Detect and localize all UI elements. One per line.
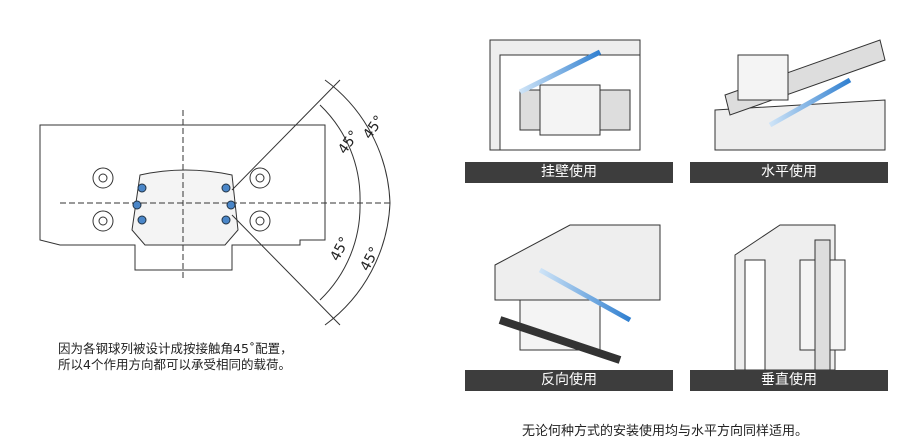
contact-angle-caption: 因为各钢球列被设计成按接触角45˚配置， 所以4个作用方向都可以承受相同的载荷。 bbox=[58, 341, 293, 373]
angle-label: 45° bbox=[327, 234, 353, 263]
cross-section bbox=[39, 79, 391, 326]
caption-line: 因为各钢球列被设计成按接触角45˚配置， bbox=[58, 341, 293, 356]
footer-note: 无论何种方式的安装使用均与水平方向同样适用。 bbox=[522, 424, 809, 439]
steel-balls bbox=[132, 183, 236, 225]
angle-label: 45° bbox=[360, 113, 387, 143]
angle-label: 45° bbox=[335, 128, 362, 158]
wall-mount-illustration bbox=[489, 39, 641, 151]
angle-label: 45° bbox=[357, 244, 383, 273]
reverse-illustration bbox=[494, 224, 661, 364]
caption-line: 所以4个作用方向都可以承受相同的载荷。 bbox=[58, 357, 291, 372]
label-reverse: 反向使用 bbox=[465, 370, 673, 391]
label-horizontal: 水平使用 bbox=[690, 162, 888, 183]
vertical-illustration bbox=[734, 224, 846, 371]
label-wall-mount: 挂壁使用 bbox=[465, 162, 673, 183]
horizontal-illustration bbox=[714, 39, 886, 151]
label-vertical: 垂直使用 bbox=[690, 370, 888, 391]
